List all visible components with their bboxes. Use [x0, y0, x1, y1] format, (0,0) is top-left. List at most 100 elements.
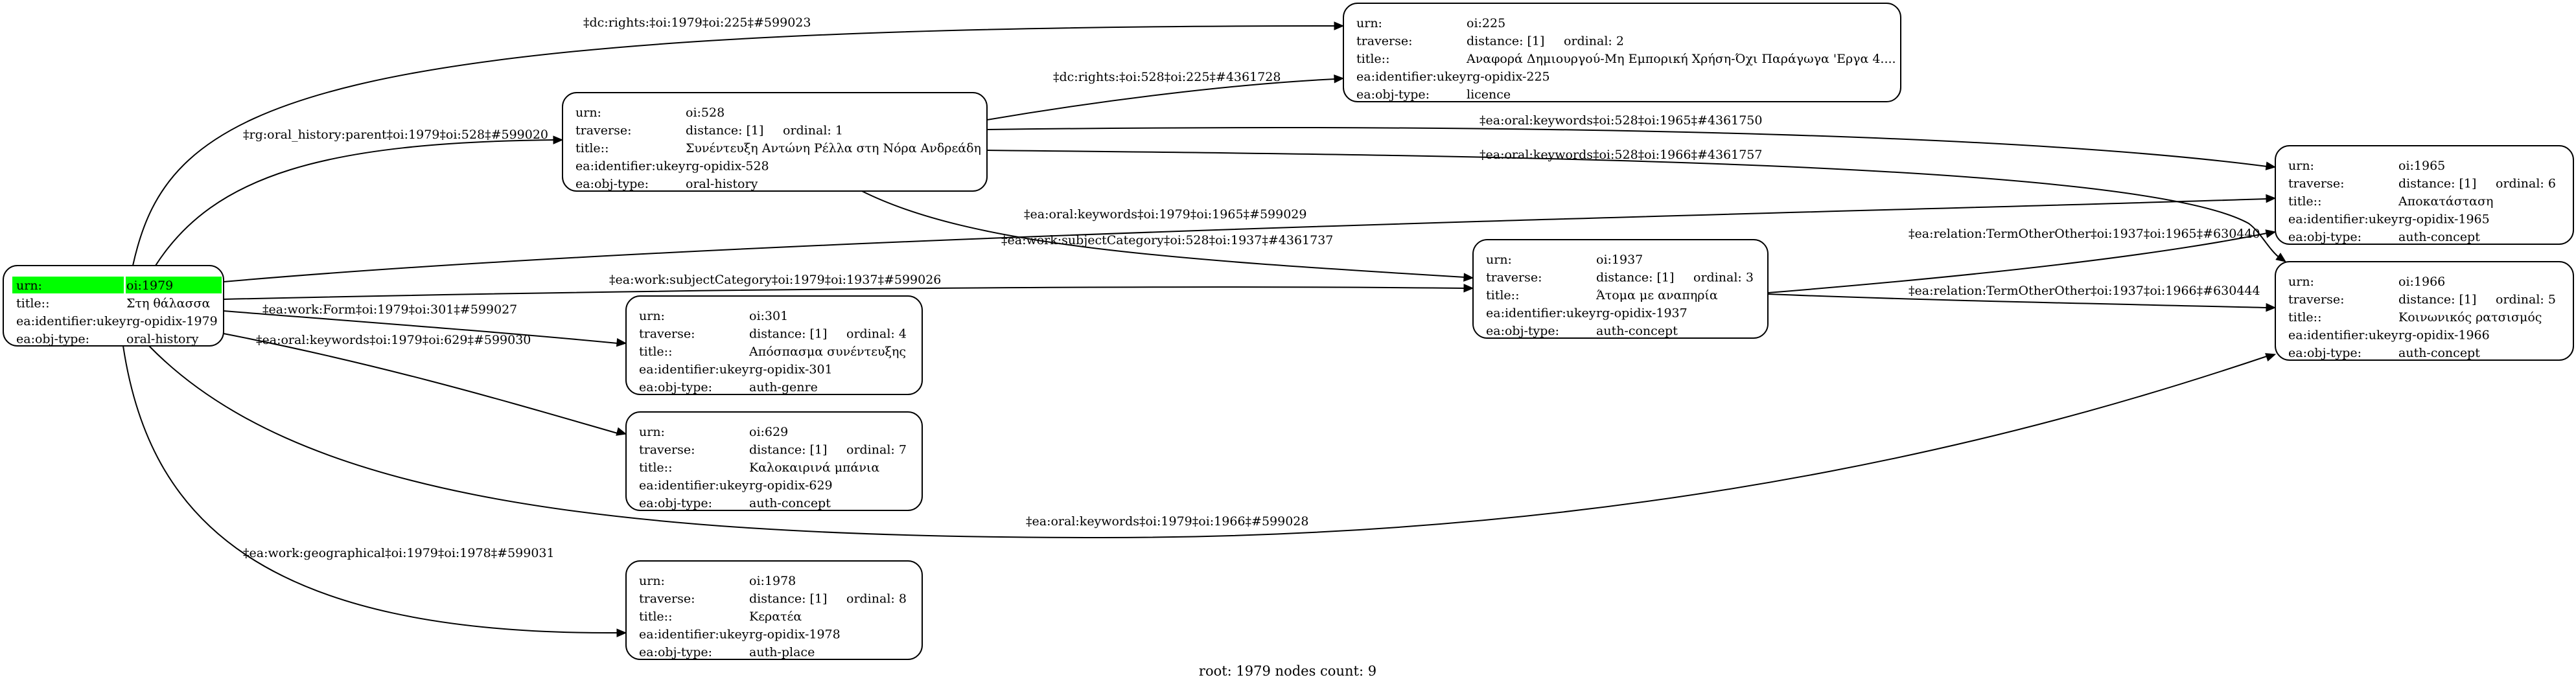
field-label-traverse: traverse:: [639, 443, 695, 457]
arrowhead-icon: [616, 628, 627, 637]
field-value-distance: distance: [1]: [749, 443, 827, 457]
edge-1979-to-1966[interactable]: ‡ea:oral:keywords‡oi:1979‡oi:1966‡#59902…: [148, 345, 2277, 539]
field-value-ordinal: ordinal: 7: [846, 443, 907, 457]
edge-label: ‡ea:work:geographical‡oi:1979‡oi:1978‡#5…: [243, 546, 555, 560]
edge-528-to-225[interactable]: ‡dc:rights:‡oi:528‡oi:225‡#4361728: [986, 70, 1345, 120]
edge-line[interactable]: [155, 139, 555, 266]
field-label-objtype: ea:obj-type:: [2288, 346, 2361, 360]
field-value-ukey: rg-opidix-1966: [2398, 328, 2490, 343]
edge-1979-to-1978[interactable]: ‡ea:work:geographical‡oi:1979‡oi:1978‡#5…: [122, 345, 627, 637]
field-value-objtype: auth-concept: [1596, 324, 1678, 338]
edge-line[interactable]: [1767, 293, 2268, 308]
edge-1979-to-629[interactable]: ‡ea:oral:keywords‡oi:1979‡oi:629‡#599030: [223, 333, 627, 436]
edge-line[interactable]: [861, 190, 1465, 278]
edge-528-to-1966[interactable]: ‡ea:oral:keywords‡oi:528‡oi:1966‡#436175…: [986, 148, 2287, 262]
field-value-urn: oi:225: [1467, 16, 1505, 30]
edge-line[interactable]: [1767, 233, 2268, 293]
field-label-objtype: ea:obj-type:: [639, 380, 712, 394]
field-value-ordinal: ordinal: 1: [783, 124, 843, 138]
field-label-urn: urn:: [639, 309, 665, 323]
field-value-urn: oi:629: [749, 425, 788, 439]
field-label-urn: urn:: [1356, 16, 1382, 30]
edge-1979-to-225[interactable]: ‡dc:rights:‡oi:1979‡oi:225‡#599023: [132, 16, 1345, 266]
edge-528-to-1965[interactable]: ‡ea:oral:keywords‡oi:528‡oi:1965‡#436175…: [986, 113, 2277, 170]
field-value-title: Στη θάλασσα: [126, 297, 210, 311]
edge-1937-to-1965[interactable]: ‡ea:relation:TermOtherOther‡oi:1937‡oi:1…: [1767, 227, 2277, 293]
node-box: [625, 295, 923, 395]
field-label-objtype: ea:obj-type:: [639, 645, 712, 659]
field-value-ordinal: ordinal: 8: [846, 592, 907, 606]
field-value-title: Άτομα με αναπηρία: [1595, 288, 1718, 302]
field-label-title: title::: [575, 141, 609, 155]
graph-footer: root: 1979 nodes count: 9: [1199, 663, 1376, 679]
node-box: [562, 92, 988, 192]
edge-line[interactable]: [223, 198, 2268, 282]
field-label-traverse: traverse:: [639, 327, 695, 341]
field-label-traverse: traverse:: [639, 592, 695, 606]
arrowhead-icon: [2275, 253, 2287, 262]
node-box: [1472, 239, 1769, 339]
field-value-ukey: rg-opidix-1937: [1596, 306, 1688, 321]
field-value-ukey: rg-opidix-1979: [126, 314, 218, 328]
arrowhead-icon: [2265, 229, 2277, 238]
edge-1937-to-1966[interactable]: ‡ea:relation:TermOtherOther‡oi:1937‡oi:1…: [1767, 284, 2277, 312]
arrowhead-icon: [1463, 284, 1474, 293]
field-value-ordinal: ordinal: 5: [2496, 293, 2556, 307]
field-value-objtype: oral-history: [126, 332, 199, 347]
field-value-distance: distance: [1]: [1467, 34, 1544, 49]
edge-line[interactable]: [223, 286, 1465, 300]
field-label-objtype: ea:obj-type:: [16, 332, 89, 347]
field-label-ukey: ea:identifier:ukey: [639, 363, 749, 377]
edge-1979-to-1937[interactable]: ‡ea:work:subjectCategory‡oi:1979‡oi:1937…: [223, 273, 1474, 300]
field-label-urn: urn:: [2288, 275, 2314, 289]
edge-line[interactable]: [132, 25, 1336, 266]
field-label-title: title::: [1356, 52, 1389, 66]
edge-label: ‡ea:oral:keywords‡oi:1979‡oi:1966‡#59902…: [1026, 514, 1308, 529]
edge-label: ‡ea:work:Form‡oi:1979‡oi:301‡#599027: [262, 302, 517, 317]
edge-line[interactable]: [986, 150, 2282, 260]
field-label-ukey: ea:identifier:ukey: [575, 159, 686, 174]
field-label-title: title::: [639, 461, 672, 475]
field-label-urn: urn:: [639, 425, 665, 439]
field-value-title: Συνέντευξη Αντώνη Ρέλλα στη Νόρα Ανδρεάδ…: [686, 141, 981, 155]
arrowhead-icon: [2265, 353, 2277, 361]
field-value-objtype: oral-history: [686, 177, 758, 191]
field-value-ukey: rg-opidix-225: [1467, 70, 1550, 84]
field-value-distance: distance: [1]: [749, 592, 827, 606]
field-value-urn: oi:1965: [2398, 159, 2445, 173]
edge-528-to-1937[interactable]: ‡ea:work:subjectCategory‡oi:528‡oi:1937‡…: [861, 190, 1474, 282]
field-value-objtype: auth-genre: [749, 380, 818, 394]
edge-line[interactable]: [223, 333, 618, 434]
edge-label: ‡ea:oral:keywords‡oi:1979‡oi:629‡#599030: [256, 333, 531, 347]
edge-line[interactable]: [122, 345, 618, 634]
field-value-distance: distance: [1]: [749, 327, 827, 341]
edge-label: ‡ea:oral:keywords‡oi:528‡oi:1966‡#436175…: [1479, 148, 1762, 162]
field-label-traverse: traverse:: [2288, 293, 2345, 307]
field-value-title: Κοινωνικός ρατσισμός: [2398, 310, 2542, 325]
field-value-ukey: rg-opidix-301: [749, 363, 833, 377]
edge-label: ‡ea:work:subjectCategory‡oi:1979‡oi:1937…: [609, 273, 941, 287]
field-label-ukey: ea:identifier:ukey: [639, 479, 749, 493]
node-629[interactable]: urn: oi:629 traverse: distance: [1] ordinal:…: [625, 411, 923, 511]
edge-1979-to-1965[interactable]: ‡ea:oral:keywords‡oi:1979‡oi:1965‡#59902…: [223, 194, 2277, 282]
edge-1979-to-301[interactable]: ‡ea:work:Form‡oi:1979‡oi:301‡#599027: [223, 302, 627, 347]
edge-line[interactable]: [986, 78, 1336, 120]
field-label-objtype: ea:obj-type:: [1486, 324, 1559, 338]
field-label-objtype: ea:obj-type:: [575, 177, 649, 191]
root-highlight-value: [126, 277, 222, 293]
edge-line[interactable]: [223, 310, 618, 344]
edge-line[interactable]: [148, 345, 2268, 539]
edge-line[interactable]: [986, 127, 2268, 167]
edge-1979-to-528[interactable]: ‡rg:oral_history:parent‡oi:1979‡oi:528‡#…: [155, 128, 564, 266]
field-value-urn: oi:1979: [126, 279, 173, 293]
field-value-title: Αποκατάσταση: [2398, 194, 2493, 209]
